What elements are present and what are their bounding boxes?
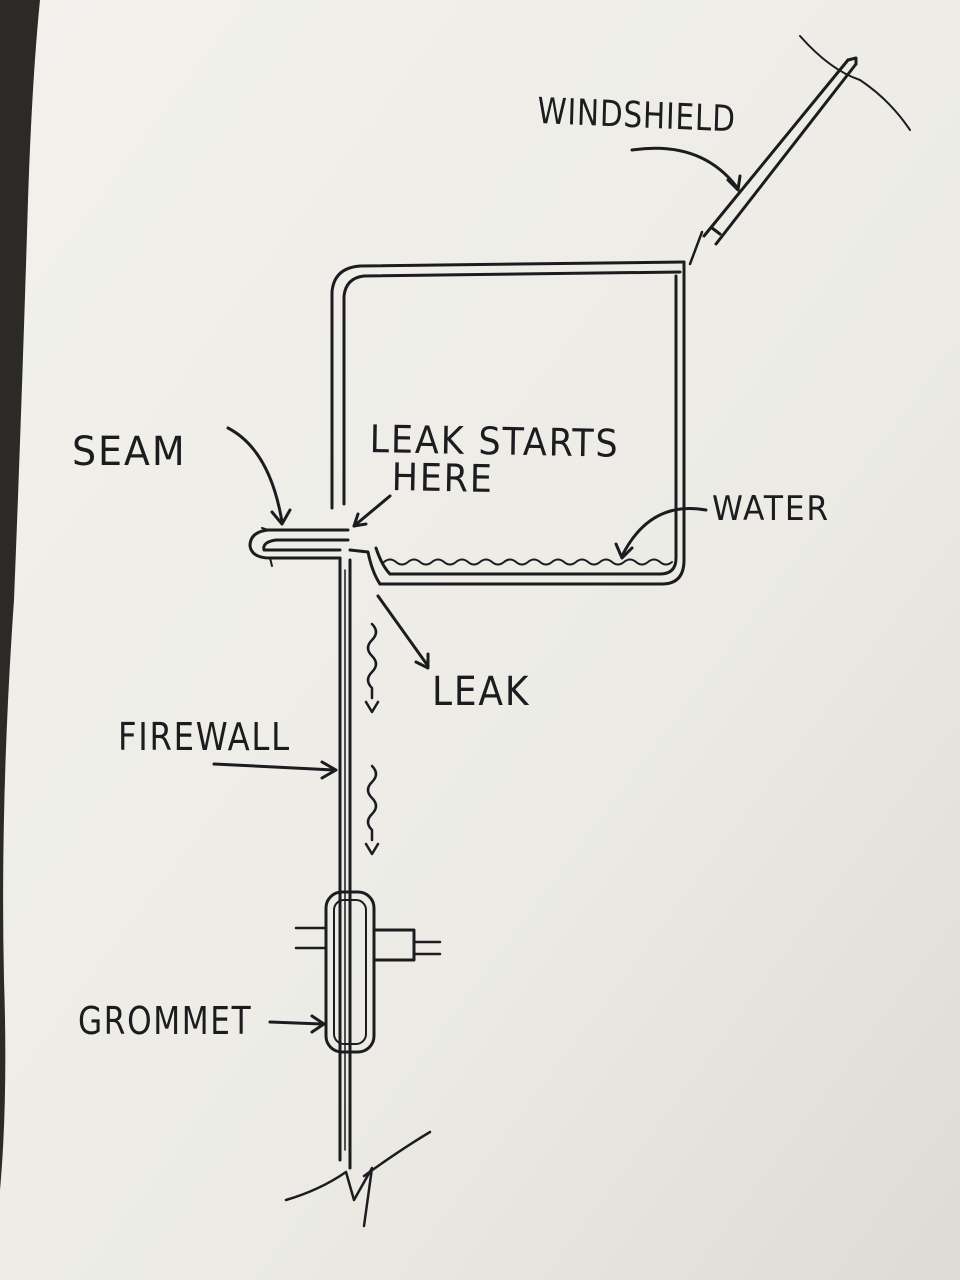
leak-starts-arrow (352, 494, 392, 528)
firewall-arrow (212, 760, 338, 780)
water-arrow (614, 507, 708, 560)
grommet-arrow (268, 1014, 326, 1034)
drip-arrows (364, 622, 380, 856)
grommet-part (294, 890, 442, 1054)
seam-label: SEAM (72, 429, 187, 475)
seam-arrow (226, 426, 292, 526)
windshield-label: WINDSHIELD (536, 91, 737, 141)
windshield-glass (688, 35, 911, 266)
firewall-break (284, 1130, 432, 1228)
firewall-panel (338, 556, 352, 1170)
seam-flange (248, 527, 350, 567)
cowl-box (330, 260, 686, 586)
leak-starts-here-label: HERE (391, 455, 495, 501)
water-label: WATER (712, 489, 831, 529)
firewall-label: FIREWALL (118, 715, 291, 759)
water-surface (383, 558, 673, 566)
leak-label: LEAK (432, 669, 531, 715)
windshield-arrow (630, 146, 742, 192)
leak-arrow (376, 594, 430, 670)
grommet-label: GROMMET (78, 999, 253, 1043)
